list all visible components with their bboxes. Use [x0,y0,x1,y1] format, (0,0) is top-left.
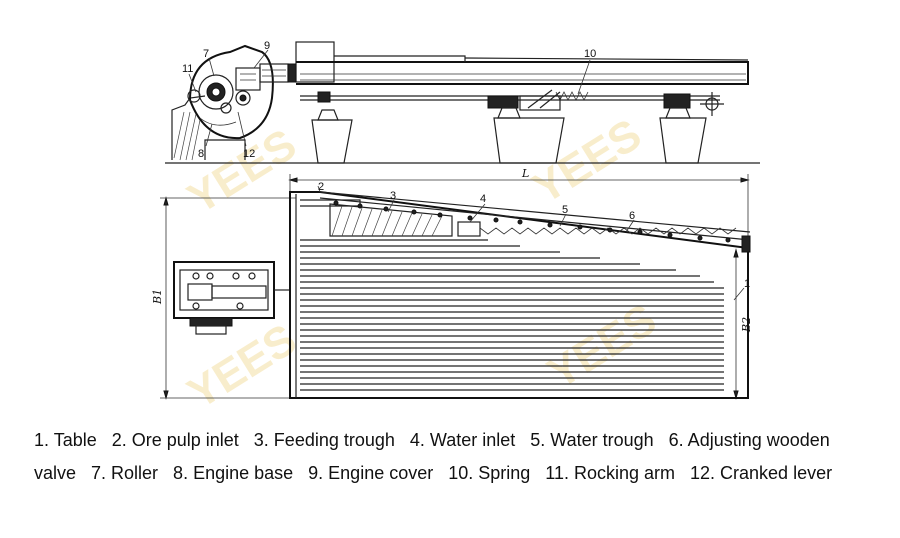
legend: 1. Table 2. Ore pulp inlet 3. Feeding tr… [34,424,884,490]
dimension-B1: B1 [151,289,164,305]
dimension-B2: B2 [740,317,753,333]
callout-5: 5 [562,204,568,216]
callout-12: 12 [243,148,255,160]
side-view-callouts: 7 9 11 8 12 10 [182,40,596,160]
callout-6: 6 [629,210,635,222]
shaking-table-drawing: YEES YEES YEES YEES [151,40,760,419]
legend-line-1: 1. Table 2. Ore pulp inlet 3. Feeding tr… [34,430,830,450]
plan-view-callouts: 2 3 4 5 6 1 [317,181,750,301]
dimension-L: L [521,167,529,180]
callout-11: 11 [182,63,193,75]
callout-2: 2 [318,181,324,193]
watermark-4: YEES [539,295,665,399]
callout-4: 4 [480,193,486,205]
callout-10: 10 [584,48,596,60]
legend-line-2: valve 7. Roller 8. Engine base 9. Engine… [34,463,833,483]
watermark-1: YEES [179,120,305,224]
callout-3: 3 [390,190,396,202]
callout-1: 1 [744,278,750,290]
callout-9: 9 [264,40,270,52]
callout-8: 8 [198,148,204,160]
watermark-2: YEES [524,110,650,214]
side-view [165,41,760,164]
watermark-3: YEES [179,315,305,419]
callout-7: 7 [203,48,209,60]
